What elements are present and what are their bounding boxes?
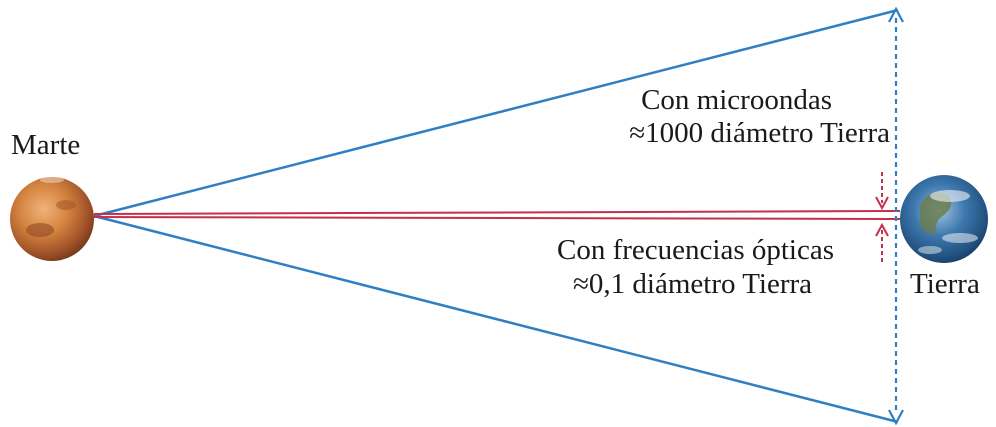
microwave-beam-lower-edge [93,214,899,424]
mars-planet-image [10,177,94,261]
optical-spread-arrowhead-bottom [875,222,889,237]
microwave-title-label: Con microondas [641,84,832,116]
microwave-spread-arrowhead-top [888,6,904,23]
optical-spread-arrowhead-top [875,196,889,211]
microwave-spread-arrowhead-bottom [888,409,904,426]
earth-planet-image [900,175,988,263]
microwave-spread-label: ≈1000 diámetro Tierra [629,117,890,149]
microwave-beam-upper-edge [93,8,899,218]
optical-beam-upper-line [93,210,901,215]
optical-spread-label: ≈0,1 diámetro Tierra [573,268,813,300]
optical-title-label: Con frecuencias ópticas [557,234,835,266]
optical-beam-lower-line [93,216,901,220]
earth-label: Tierra [910,268,980,300]
mars-label: Marte [11,129,81,161]
